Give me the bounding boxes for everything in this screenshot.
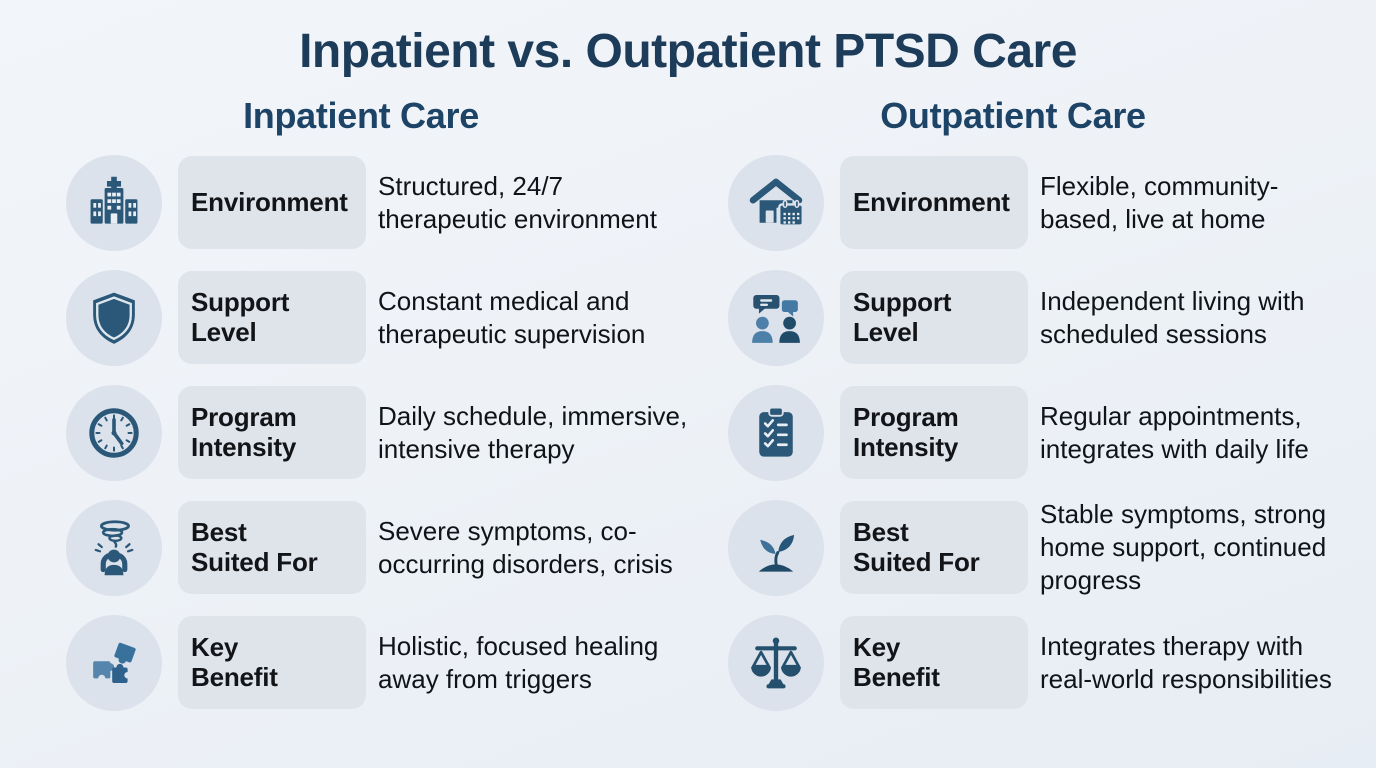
checklist-clipboard-icon (728, 384, 824, 481)
outpatient-row-program-intensity: Program Intensity Regular appointments, … (728, 384, 1376, 481)
home-calendar-icon (728, 154, 824, 251)
attribute-label: Support Level (853, 286, 952, 347)
inpatient-header: Inpatient Care (243, 94, 479, 136)
attribute-description: Structured, 24/7 therapeutic environment (378, 170, 657, 234)
attribute-label-pill: Environment (178, 156, 366, 250)
inpatient-row-best-suited: Best Suited For Severe symptoms, co-occu… (66, 499, 688, 596)
outpatient-row-environment: Environment Flexible, community-based, l… (728, 154, 1376, 251)
attribute-description: Regular appointments, integrates with da… (1040, 400, 1309, 464)
attribute-label: Environment (191, 186, 348, 217)
attribute-label: Support Level (191, 286, 290, 347)
inpatient-row-environment: Environment Structured, 24/7 therapeutic… (66, 154, 688, 251)
attribute-label-pill: Best Suited For (178, 501, 366, 595)
comparison-columns: Inpatient Care (0, 81, 1376, 731)
attribute-label-pill: Support Level (840, 271, 1028, 365)
hospital-icon (66, 154, 162, 251)
outpatient-row-best-suited: Best Suited For Stable symptoms, strong … (728, 499, 1376, 596)
outpatient-row-support-level: Support Level Independent living with sc… (728, 269, 1376, 366)
attribute-description: Integrates therapy with real-world respo… (1040, 630, 1332, 694)
attribute-label-pill: Support Level (178, 271, 366, 365)
distress-tornado-icon (66, 499, 162, 596)
outpatient-header: Outpatient Care (880, 94, 1146, 136)
outpatient-column: Outpatient Care (688, 81, 1376, 731)
puzzle-pieces-icon (66, 614, 162, 711)
attribute-label-pill: Best Suited For (840, 501, 1028, 595)
attribute-description: Flexible, community-based, live at home (1040, 170, 1279, 234)
shield-icon (66, 269, 162, 366)
attribute-description: Independent living with scheduled sessio… (1040, 285, 1305, 349)
attribute-description: Constant medical and therapeutic supervi… (378, 285, 646, 349)
attribute-label: Best Suited For (853, 516, 980, 577)
attribute-label-pill: Environment (840, 156, 1028, 250)
attribute-label: Environment (853, 186, 1010, 217)
attribute-label: Program Intensity (191, 401, 297, 462)
scales-icon (728, 614, 824, 711)
inpatient-row-key-benefit: Key Benefit Holistic, focused healing aw… (66, 614, 688, 711)
attribute-label-pill: Program Intensity (178, 386, 366, 480)
attribute-label-pill: Key Benefit (178, 616, 366, 710)
attribute-description: Stable symptoms, strong home support, co… (1040, 499, 1327, 596)
attribute-description: Holistic, focused healing away from trig… (378, 630, 659, 694)
outpatient-row-key-benefit: Key Benefit Integrates therapy with real… (728, 614, 1376, 711)
clock-icon (66, 384, 162, 481)
inpatient-column: Inpatient Care (0, 81, 688, 731)
attribute-label-pill: Program Intensity (840, 386, 1028, 480)
page-title: Inpatient vs. Outpatient PTSD Care (299, 25, 1077, 78)
attribute-label: Program Intensity (853, 401, 959, 462)
inpatient-row-support-level: Support Level Constant medical and thera… (66, 269, 688, 366)
attribute-description: Severe symptoms, co-occurring disorders,… (378, 515, 673, 579)
seedling-icon (728, 499, 824, 596)
conversation-people-icon (728, 269, 824, 366)
attribute-label: Best Suited For (191, 516, 318, 577)
attribute-label: Key Benefit (853, 631, 940, 692)
attribute-label: Key Benefit (191, 631, 278, 692)
attribute-label-pill: Key Benefit (840, 616, 1028, 710)
attribute-description: Daily schedule, immersive, intensive the… (378, 400, 688, 464)
inpatient-row-program-intensity: Program Intensity Daily schedule, immers… (66, 384, 688, 481)
